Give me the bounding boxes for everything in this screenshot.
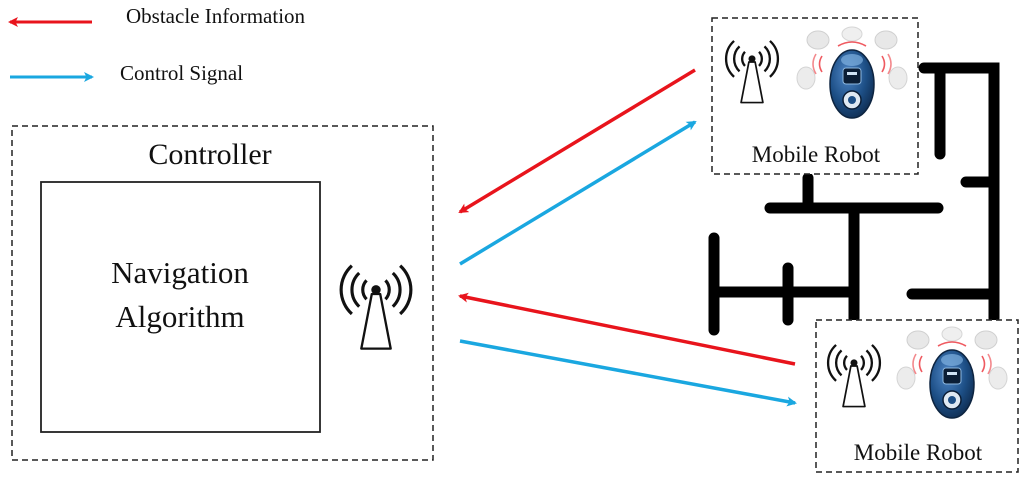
navigation-algorithm-label-line2: Algorithm [115, 299, 244, 334]
obstacle-info-arrow-top [458, 68, 696, 214]
navigation-algorithm-box [40, 181, 321, 433]
controller-title: Controller [148, 138, 271, 171]
obstacle-info-legend-label: Obstacle Information [126, 4, 306, 28]
mobile-robot-top: Mobile Robot [711, 17, 919, 175]
obstacle-info-arrow-bottom [458, 292, 796, 366]
robot-bottom-label: Mobile Robot [854, 440, 983, 465]
communication-arrows [458, 68, 797, 407]
controller-antenna-icon [339, 264, 413, 351]
legend: Obstacle Information Control Signal [8, 4, 306, 85]
navigation-algorithm-label-line1: Navigation [111, 255, 249, 290]
maze-walls [708, 62, 1000, 336]
mobile-robot-bottom: Mobile Robot [815, 319, 1019, 473]
control-signal-legend-label: Control Signal [120, 61, 243, 85]
controller-box: Controller Navigation Algorithm [11, 125, 434, 461]
robot-top-label: Mobile Robot [752, 142, 881, 167]
control-signal-arrow-bottom [459, 339, 797, 407]
control-signal-arrow-top [459, 120, 697, 266]
